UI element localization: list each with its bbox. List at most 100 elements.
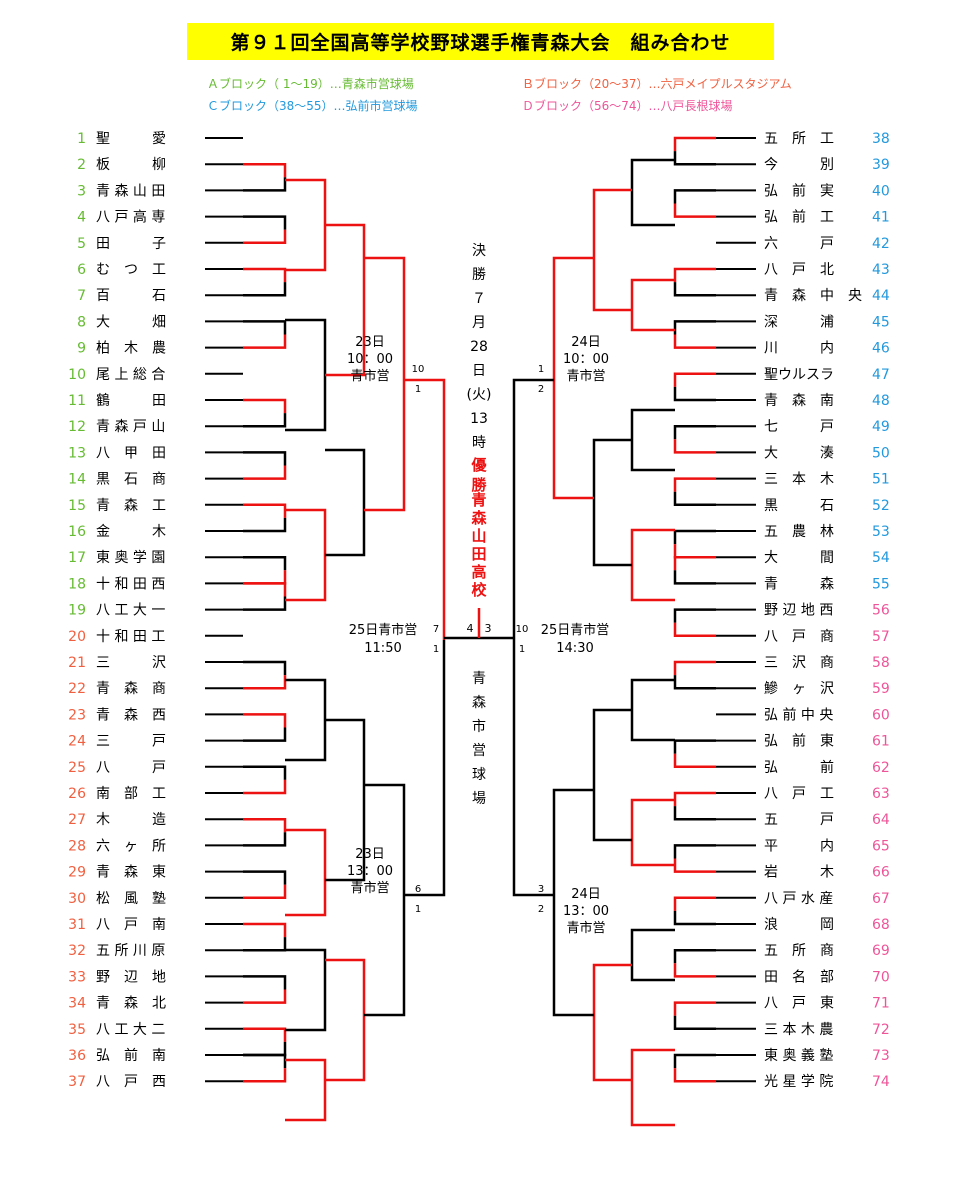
qf-venue: 青市営 — [350, 880, 389, 896]
left-match — [243, 282, 287, 297]
team-number: 68 — [872, 917, 890, 933]
team-number: 18 — [68, 576, 86, 592]
team-name: 三 沢 — [96, 655, 166, 671]
right-round2 — [630, 528, 675, 602]
left-round2 — [285, 828, 327, 917]
final-venue: 市 — [472, 718, 486, 735]
team-number: 54 — [872, 550, 890, 566]
right-match — [673, 608, 716, 623]
right-round2 — [630, 678, 675, 742]
semi-score: 10 — [516, 624, 529, 635]
team-number: 57 — [872, 629, 890, 645]
team-number: 40 — [872, 183, 890, 199]
qf-time: 13：00 — [347, 864, 393, 879]
right-qf — [552, 788, 594, 1017]
team-name: 青 森 戸 山 — [96, 419, 165, 435]
team-name: 青 森 — [764, 576, 834, 592]
left-round2 — [285, 678, 327, 762]
team-number: 47 — [872, 367, 890, 383]
left-round3 — [325, 958, 366, 1082]
team-number: 12 — [68, 419, 86, 435]
team-number: 1 — [77, 131, 86, 147]
team-name: 青 森 北 — [96, 996, 166, 1012]
team-name: 光 星 学 院 — [764, 1074, 833, 1090]
team-name: 平 内 — [764, 838, 834, 854]
qf-time: 10：00 — [347, 352, 393, 367]
left-match — [243, 975, 287, 990]
team-name: 南 部 工 — [96, 786, 166, 802]
left-match — [243, 451, 287, 466]
team-number: 32 — [68, 943, 86, 959]
champion-name: 田 — [471, 545, 486, 563]
right-match — [673, 439, 716, 454]
team-number: 49 — [872, 419, 890, 435]
right-match — [673, 529, 716, 545]
team-name: 青 森 中 央 — [764, 288, 862, 304]
team-name: 八 甲 田 — [96, 445, 166, 461]
left-round3 — [325, 223, 366, 377]
left-round2 — [285, 948, 327, 1032]
team-number: 10 — [68, 367, 86, 383]
qf-date: 24日 — [571, 335, 601, 350]
team-name: 五 所 商 — [764, 943, 834, 959]
right-round3 — [592, 438, 632, 567]
team-name: 八 戸 東 — [764, 996, 834, 1012]
team-number: 11 — [68, 393, 86, 409]
team-name: 大 畑 — [96, 314, 166, 330]
right-round2 — [630, 928, 675, 982]
team-number: 24 — [68, 734, 86, 750]
semi-score: 7 — [433, 624, 439, 635]
qf-score: 1 — [415, 384, 421, 395]
right-match — [673, 622, 716, 638]
right-match — [673, 753, 716, 769]
right-match — [673, 791, 716, 807]
left-match — [243, 713, 287, 728]
final-label: ７ — [472, 291, 486, 307]
block-b-legend: Ｂブロック（20～37）…六戸メイプルスタジアム — [522, 77, 792, 91]
team-name: 今 別 — [764, 157, 834, 173]
team-name: 六 戸 — [764, 236, 834, 252]
right-match — [673, 844, 716, 859]
qf-venue: 青市営 — [566, 368, 605, 384]
right-match — [673, 660, 716, 676]
left-match — [243, 503, 287, 518]
team-number: 37 — [68, 1074, 86, 1090]
champion-name: 校 — [471, 581, 487, 599]
team-number: 36 — [68, 1048, 86, 1064]
right-round2 — [630, 408, 675, 472]
team-number: 45 — [872, 314, 890, 330]
team-number: 51 — [872, 472, 890, 488]
team-number: 42 — [872, 236, 890, 252]
right-round2 — [630, 158, 675, 227]
right-match — [673, 1068, 716, 1083]
page-title-text: 第９１回全国高等学校野球選手権青森大会 組み合わせ — [230, 32, 731, 54]
right-match — [673, 910, 716, 926]
final-label: 28 — [470, 339, 488, 355]
left-match — [243, 922, 287, 938]
team-name: 弘 前 中 央 — [764, 706, 833, 723]
left-round2 — [285, 1058, 327, 1122]
team-name: 弘 前 実 — [764, 182, 834, 199]
team-name: 八 戸 南 — [96, 917, 166, 933]
team-name: 七 戸 — [764, 419, 834, 435]
team-number: 14 — [68, 472, 86, 488]
left-match — [243, 177, 287, 192]
block-c-legend: Ｃブロック（38～55）…弘前市営球場 — [207, 99, 418, 113]
right-match — [673, 477, 716, 492]
right-match — [673, 858, 716, 873]
team-name: 八 戸 水 産 — [764, 891, 833, 907]
right-match — [673, 1001, 716, 1016]
qf-venue: 青市営 — [350, 368, 389, 384]
team-name: 青 森 商 — [96, 681, 166, 697]
right-match — [673, 570, 716, 585]
left-match — [243, 555, 287, 571]
semi-right-date: 25日青市営 — [541, 622, 610, 638]
semi-score: 1 — [519, 644, 525, 655]
team-name: 松 風 塾 — [96, 891, 166, 907]
team-name: 大 間 — [764, 550, 834, 566]
team-name: 八 工 大 二 — [96, 1022, 165, 1038]
team-number: 31 — [68, 917, 86, 933]
final-score-left: 4 — [467, 622, 474, 635]
left-match — [243, 465, 287, 480]
right-round2 — [630, 798, 675, 867]
